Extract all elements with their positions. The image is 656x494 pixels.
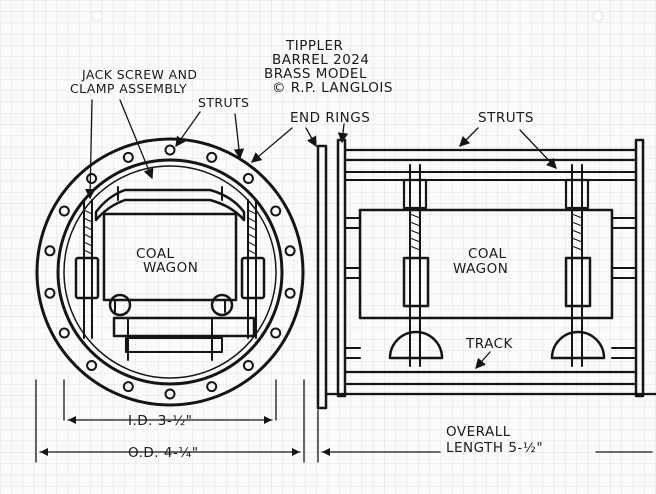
bolt-hole xyxy=(44,245,56,257)
inner-ring xyxy=(56,158,284,386)
platform-supports xyxy=(127,317,213,361)
end-rings-label: END RINGS xyxy=(290,110,370,126)
wagon-wheel xyxy=(108,293,132,317)
screw-thread-left xyxy=(83,209,93,255)
jack-screw-leader xyxy=(84,99,96,200)
bolt-hole xyxy=(44,287,56,299)
clamp-leader xyxy=(119,99,154,180)
bolt-hole xyxy=(242,173,254,184)
side-struts-label: STRUTS xyxy=(478,110,534,126)
side-wheel xyxy=(550,330,606,360)
bolt-hole xyxy=(284,245,296,257)
bolt-hole xyxy=(270,327,282,339)
wagon-brackets xyxy=(344,267,637,279)
bolt-hole xyxy=(164,388,176,400)
bolt-hole xyxy=(58,327,70,339)
bolt-hole xyxy=(86,360,98,371)
bolt-hole xyxy=(58,205,70,217)
punch-hole xyxy=(91,10,103,22)
title-line-3: BRASS MODEL xyxy=(264,66,367,82)
punch-hole xyxy=(592,10,604,22)
overall-arrowhead xyxy=(322,448,330,456)
strut-leader xyxy=(233,113,245,160)
title-line-4: © R.P. LANGLOIS xyxy=(272,80,393,96)
bottom-strut xyxy=(343,370,638,386)
bolt-hole xyxy=(206,381,218,393)
side-view: END RINGS STRUTS xyxy=(251,110,656,463)
end-struts-label: STRUTS xyxy=(198,95,249,110)
bolt-hole xyxy=(242,360,254,371)
id-extension-lines xyxy=(63,379,277,421)
bolt-hole xyxy=(164,144,176,156)
id-dimension: I.D. 3-½" xyxy=(128,413,193,429)
bolt-hole xyxy=(206,151,218,163)
end-ring-leader xyxy=(305,127,317,148)
jack-screw-label: JACK SCREW AND xyxy=(81,67,197,82)
outer-ring xyxy=(35,137,305,407)
side-strut-leader xyxy=(459,127,479,147)
end-wagon-label: WAGON xyxy=(143,260,198,276)
clamp-ends xyxy=(117,186,223,201)
clamp-assembly-label: CLAMP ASSEMBLY xyxy=(70,81,187,96)
overall-length: LENGTH 5-½" xyxy=(446,440,543,456)
title-line-1: TIPPLER xyxy=(285,38,343,54)
side-wagon-label: WAGON xyxy=(453,261,508,277)
wagon-brackets xyxy=(344,347,637,359)
bolt-holes xyxy=(44,144,296,400)
end-view: COAL WAGON JACK SCREW AND CLAMP ASSEMBLY… xyxy=(35,67,305,463)
track-label: TRACK xyxy=(465,336,514,352)
jack-screw-right xyxy=(247,199,257,339)
wagon-legs xyxy=(114,299,226,313)
track-leader xyxy=(475,351,491,369)
overall-label: OVERALL xyxy=(446,424,511,440)
bolt-hole xyxy=(284,287,296,299)
top-strut xyxy=(343,148,638,162)
od-extension-lines xyxy=(35,379,305,463)
title-block: TIPPLER BARREL 2024 BRASS MODEL © R.P. L… xyxy=(264,38,393,96)
bolt-hole xyxy=(270,205,282,217)
od-dimension: O.D. 4-¼" xyxy=(128,445,199,461)
clamp-block-left xyxy=(74,256,100,300)
clamp-block-right xyxy=(240,256,266,300)
end-ring-leader xyxy=(251,127,293,163)
strut-leader xyxy=(175,111,201,148)
side-wheel xyxy=(388,330,444,360)
bolt-hole xyxy=(122,151,134,163)
title-line-2: BARREL 2024 xyxy=(272,52,369,68)
jack-screw-left xyxy=(83,199,93,339)
side-coal-label: COAL xyxy=(468,246,507,262)
side-coal-wagon xyxy=(358,208,614,320)
bolt-hole xyxy=(86,173,98,184)
track-base xyxy=(125,337,223,353)
wagon-brackets xyxy=(344,217,637,229)
coal-wagon-body xyxy=(102,212,238,302)
inner-ring-lip xyxy=(63,165,277,379)
wagon-wheel xyxy=(210,293,234,317)
screw-thread-right xyxy=(247,209,257,255)
end-ring-left-outer xyxy=(316,144,328,410)
bolt-hole xyxy=(122,381,134,393)
end-coal-label: COAL xyxy=(136,246,175,262)
track-platform xyxy=(112,316,256,338)
